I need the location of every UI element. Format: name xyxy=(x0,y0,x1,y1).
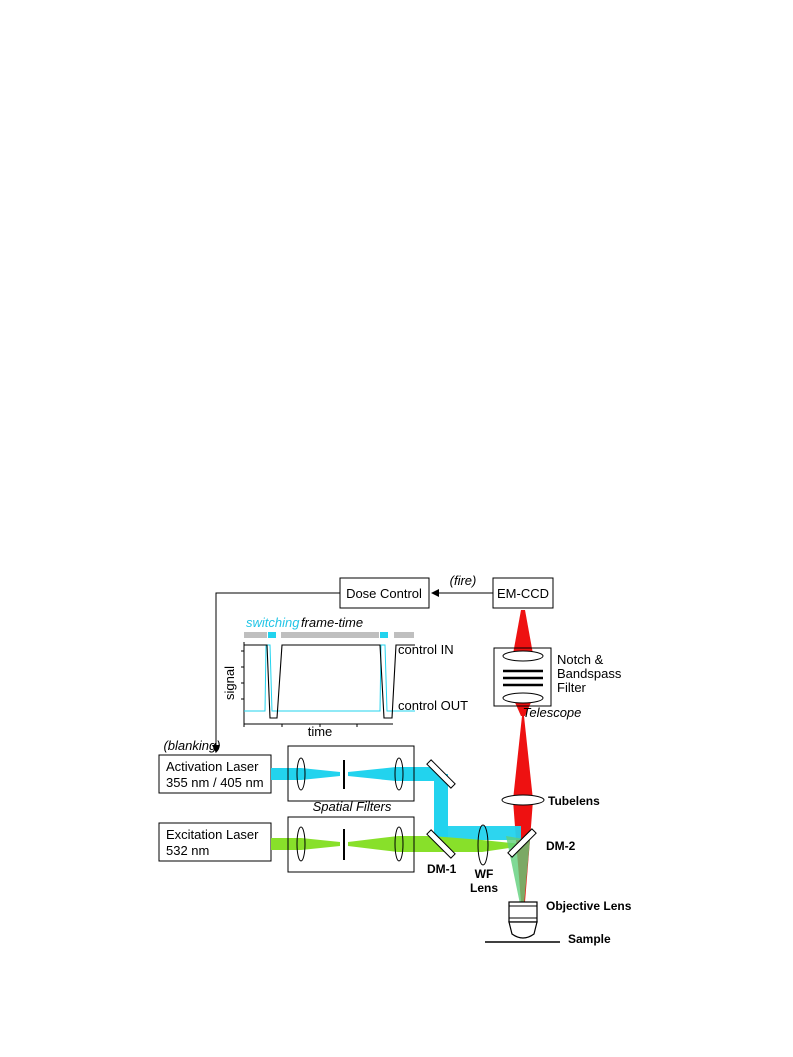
notch-filter-label-line3: Filter xyxy=(557,680,587,695)
fire-label: (fire) xyxy=(450,573,477,588)
wf-lens xyxy=(477,824,489,866)
spatial-filter-lens-2 xyxy=(394,757,404,791)
frame-time-bar xyxy=(281,632,379,638)
wf-lens-label-line2: Lens xyxy=(470,881,498,895)
dichroic-mirror-1 xyxy=(426,829,456,859)
telescope-lens-top xyxy=(502,650,544,662)
frame-time-bar-2 xyxy=(394,632,414,638)
signal-axis-label: signal xyxy=(222,666,237,700)
em-ccd-box: EM-CCD xyxy=(492,577,554,609)
blanking-signal-wire xyxy=(212,592,340,753)
control-in-trace xyxy=(244,644,415,719)
blanking-label: (blanking) xyxy=(163,738,220,753)
dm2-label: DM-2 xyxy=(546,839,576,853)
dose-control-box: Dose Control xyxy=(339,577,430,609)
telescope-lens-bottom xyxy=(502,692,544,704)
timing-inset-plot: switching frame-time signal time control… xyxy=(222,615,468,739)
activation-laser-wavelength: 355 nm / 405 nm xyxy=(166,775,264,790)
switching-bar-1 xyxy=(244,632,267,638)
em-ccd-label: EM-CCD xyxy=(497,586,549,601)
fold-mirror xyxy=(426,759,456,789)
switching-bar-2 xyxy=(268,632,276,638)
activation-laser-label: Activation Laser xyxy=(166,759,259,774)
control-in-label: control IN xyxy=(398,642,454,657)
spatial-filter-lens-3 xyxy=(296,826,306,862)
activation-beam xyxy=(271,767,521,840)
spatial-filter-lens-4 xyxy=(394,826,404,862)
spatial-filter-excitation xyxy=(287,816,415,873)
wf-lens-label-line1: WF xyxy=(475,867,494,881)
switching-label: switching xyxy=(246,615,300,630)
dichroic-mirror-2 xyxy=(507,828,537,858)
tubelens-label: Tubelens xyxy=(548,794,600,808)
control-out-label: control OUT xyxy=(398,698,468,713)
telescope xyxy=(493,647,552,707)
excitation-laser-label: Excitation Laser xyxy=(166,827,259,842)
objective-lens xyxy=(508,901,538,939)
dm1-label: DM-1 xyxy=(427,862,457,876)
notch-filter-label-line1: Notch & xyxy=(557,652,604,667)
spatial-filter-lens-1 xyxy=(296,757,306,791)
telescope-label: Telescope xyxy=(523,705,582,720)
objective-lens-label: Objective Lens xyxy=(546,899,632,913)
frame-time-label: frame-time xyxy=(301,615,363,630)
excitation-laser-box: Excitation Laser 532 nm xyxy=(158,822,272,862)
control-out-trace xyxy=(244,644,415,712)
activation-laser-box: Activation Laser 355 nm / 405 nm xyxy=(158,754,272,794)
tube-lens xyxy=(501,794,545,806)
switching-bar-3 xyxy=(380,632,388,638)
time-axis-label: time xyxy=(308,724,333,739)
dose-control-label: Dose Control xyxy=(346,586,422,601)
spatial-filters-label: Spatial Filters xyxy=(313,799,392,814)
notch-filter-label-line2: Bandspass xyxy=(557,666,622,681)
spatial-filter-activation xyxy=(287,745,415,802)
excitation-laser-wavelength: 532 nm xyxy=(166,843,209,858)
sample-label: Sample xyxy=(568,932,611,946)
